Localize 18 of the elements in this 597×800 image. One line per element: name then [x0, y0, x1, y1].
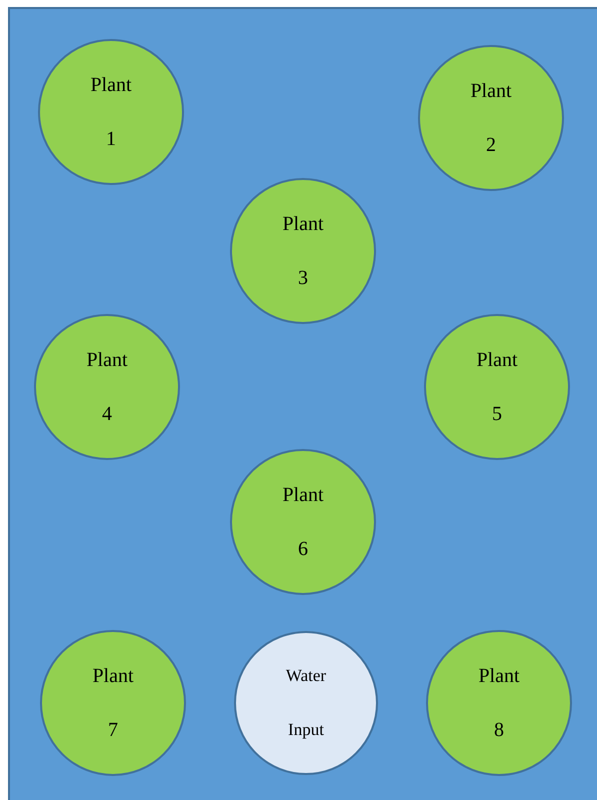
circle-label: Plant [470, 79, 512, 103]
circle-label: Water [286, 665, 326, 687]
circle-sublabel: 6 [298, 537, 308, 561]
circle-sublabel: 2 [486, 133, 496, 157]
circle-label: Plant [92, 664, 134, 688]
circle-label: Plant [282, 483, 324, 507]
circle-sublabel: 5 [492, 402, 502, 426]
circle-label: Plant [476, 348, 518, 372]
circle-sublabel: Input [288, 719, 324, 741]
circle-label: Plant [90, 73, 132, 97]
circle-sublabel: 3 [298, 266, 308, 290]
circle-sublabel: 4 [102, 402, 112, 426]
circle-label: Plant [86, 348, 128, 372]
circle-label: Plant [282, 212, 324, 236]
circle-label: Plant [478, 664, 520, 688]
circle-sublabel: 8 [494, 718, 504, 742]
circle-sublabel: 7 [108, 718, 118, 742]
circle-sublabel: 1 [106, 127, 116, 151]
